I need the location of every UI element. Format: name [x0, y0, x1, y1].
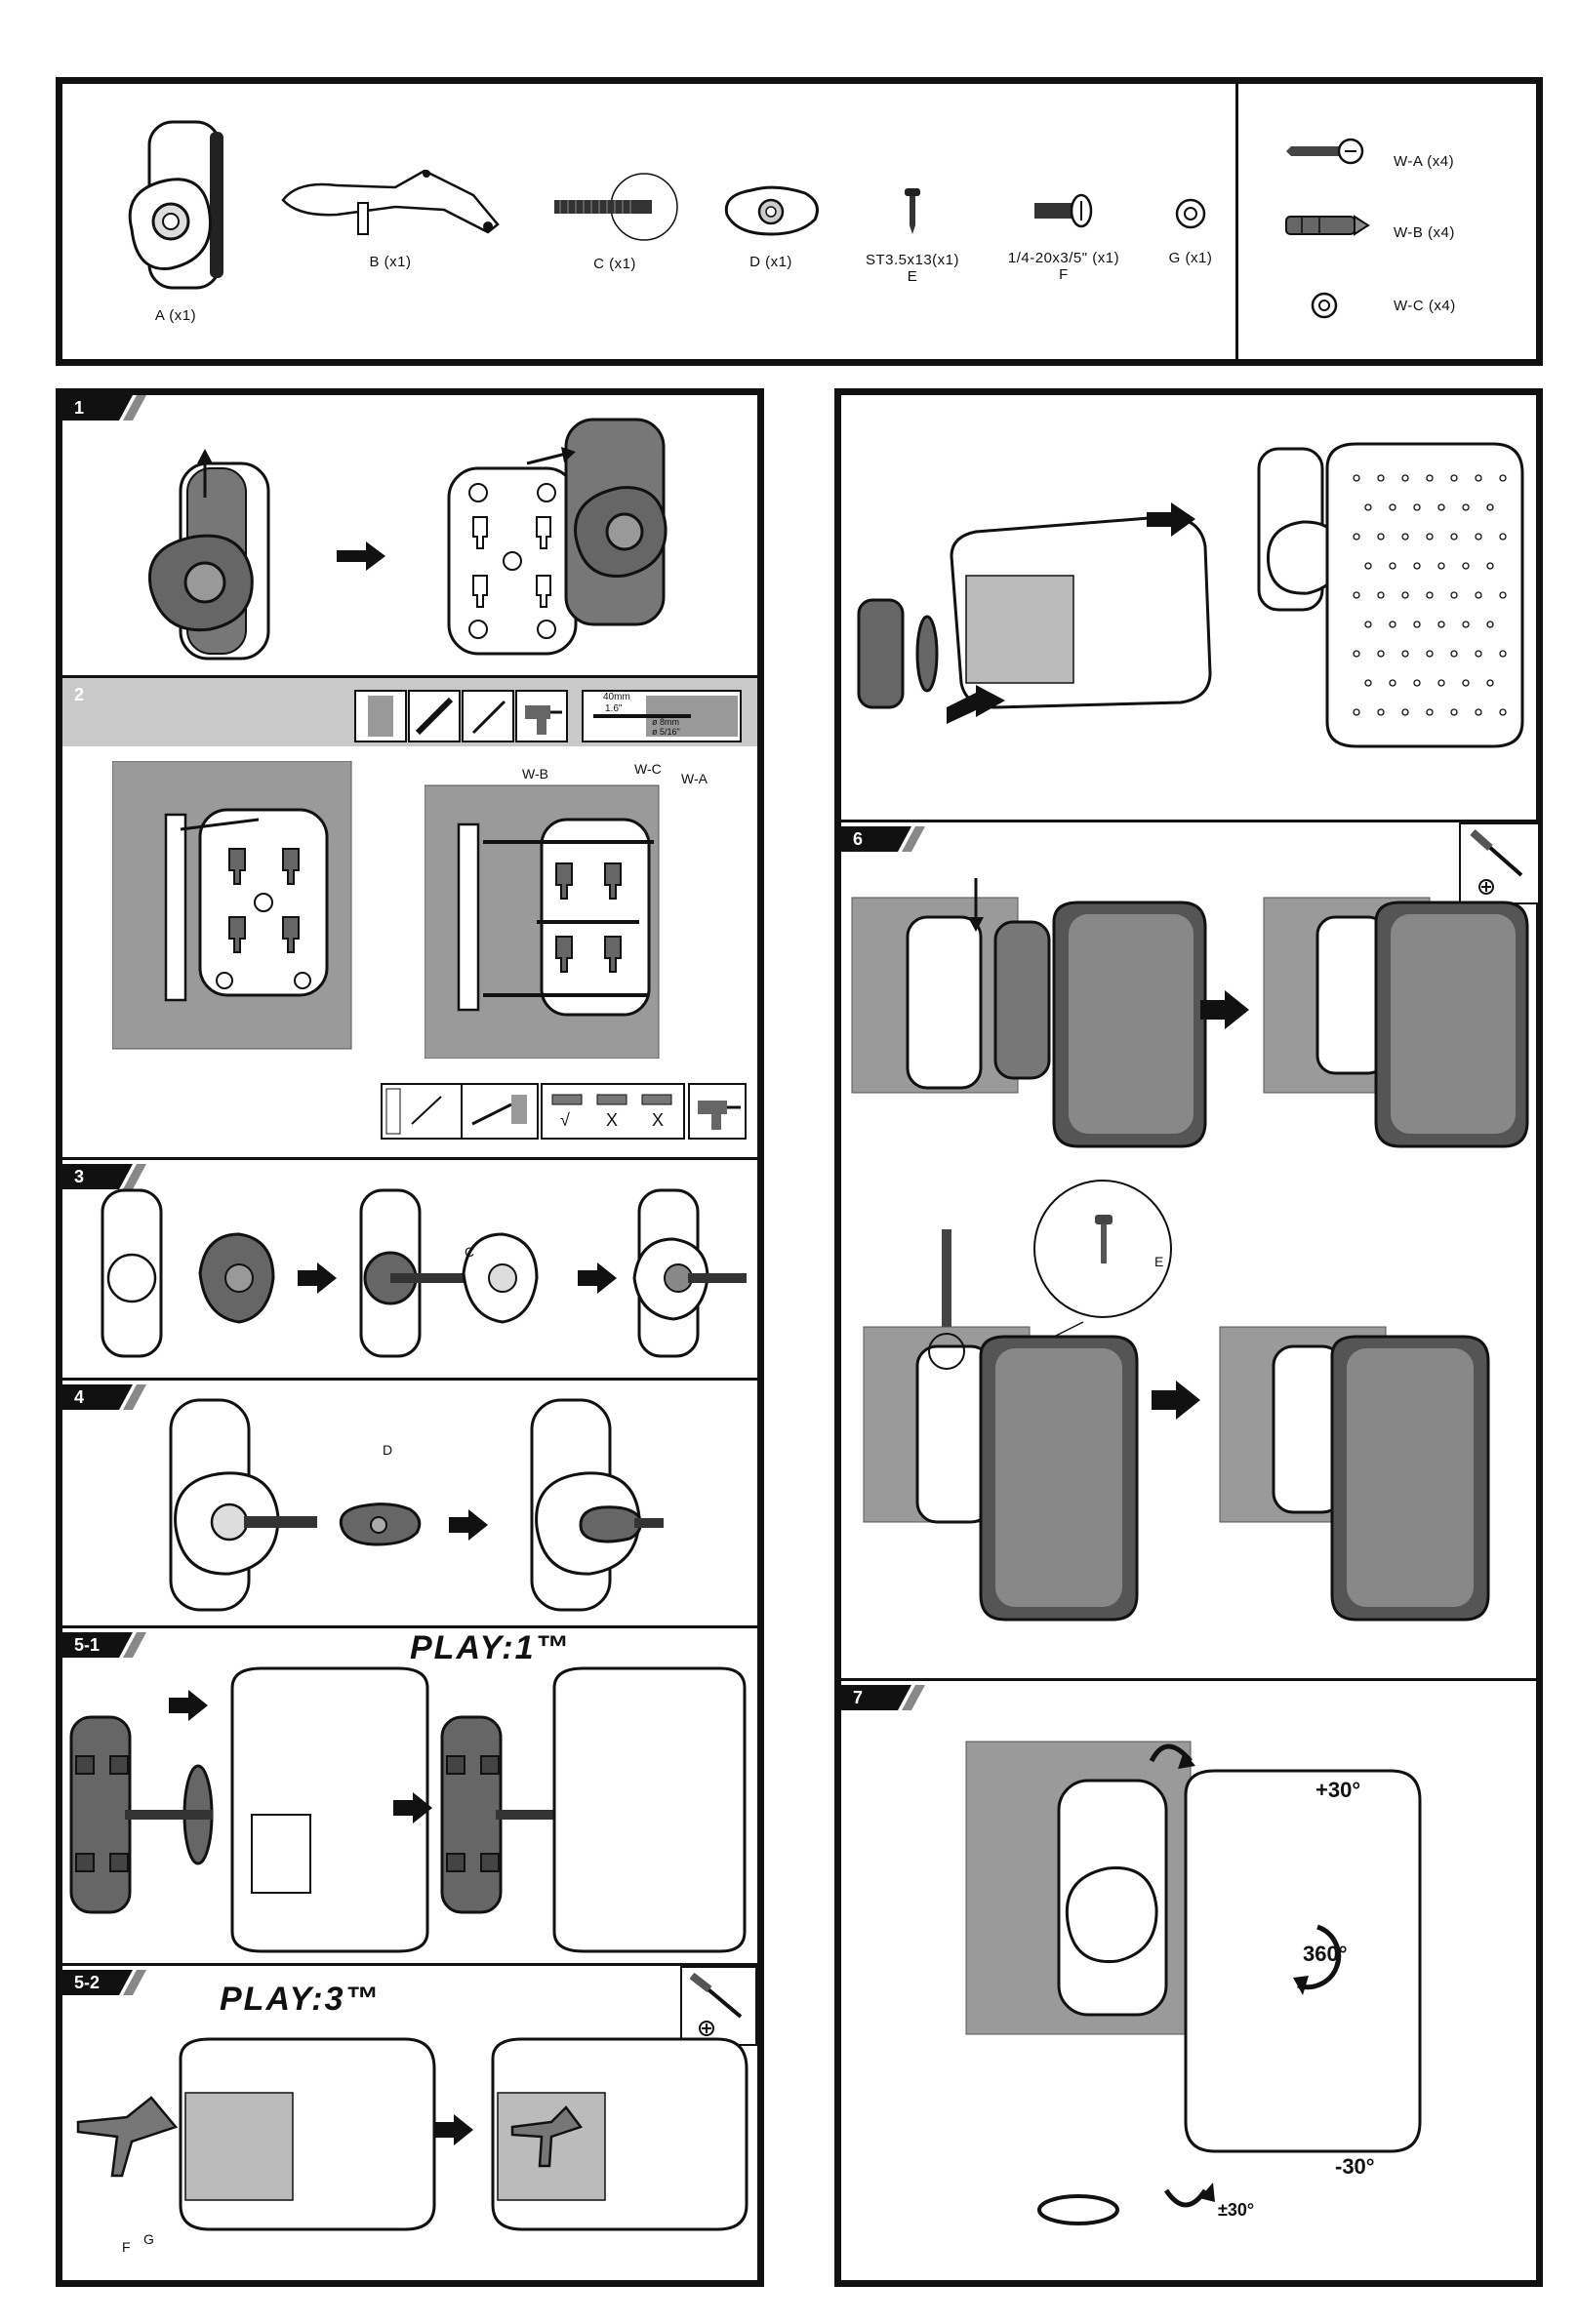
part-a-label: A (x1): [102, 307, 249, 324]
threaded-rod-icon: [546, 168, 683, 246]
step-4-tag: 4: [62, 1384, 160, 1410]
label-c: C: [465, 1244, 474, 1260]
part-e-label: ST3.5x13(x1) E: [859, 252, 966, 285]
label-wb: W-B: [522, 766, 548, 781]
drill-icon: [690, 1085, 745, 1138]
part-c: C (x1): [546, 168, 683, 272]
part-b: B (x1): [273, 156, 507, 270]
step4-knob-d-illustration: [151, 1390, 756, 1620]
step-7-number: 7: [853, 1688, 863, 1708]
step1-plate-separated-illustration: [439, 410, 673, 663]
step-2-number: 2: [74, 685, 84, 705]
step2-hint-3: √ X X: [541, 1083, 685, 1140]
step-6-tag: 6: [841, 826, 939, 852]
step-52-number: 5-2: [74, 1973, 100, 1993]
drill-icon: [517, 692, 566, 741]
part-b-label: B (x1): [273, 254, 507, 270]
level-icon: [410, 692, 459, 741]
mount-bracket-icon: [112, 112, 239, 298]
step-7-tag: 7: [841, 1685, 939, 1710]
step6-secure-screw-illustration: [849, 1176, 1532, 1634]
drill-hole-icon: [463, 1085, 537, 1138]
drill-dia-in: ø 5/16": [652, 727, 680, 737]
step-51-tag: 5-1: [62, 1632, 160, 1658]
x-mark-2: X: [652, 1110, 664, 1131]
wall-washer-icon: [1308, 289, 1341, 322]
drill-depth-icon: 40mm 1.6" ø 8mm ø 5/16": [582, 690, 742, 742]
tool-pencil-icon: [462, 690, 514, 742]
wall-panel-icon: [356, 692, 405, 741]
step-4-number: 4: [74, 1387, 84, 1408]
part-g-label: G (x1): [1152, 250, 1230, 266]
step2-wall-anchors-illustration: [425, 776, 664, 1059]
plate-b-icon: [278, 156, 503, 244]
drill-depth-in: 1.6": [605, 703, 622, 714]
divider-3-4: [62, 1378, 757, 1381]
part-c-label: C (x1): [546, 256, 683, 272]
wall-anchor-icon: [1282, 209, 1370, 242]
angle-swivel: ±30°: [1218, 2200, 1254, 2221]
drill-dia-mm: ø 8mm: [652, 717, 679, 727]
washer-g-icon: [1166, 187, 1215, 240]
label-g: G: [143, 2231, 154, 2247]
brand-play3: PLAY:3™: [220, 1981, 381, 2019]
divider-51-52: [62, 1963, 757, 1966]
parts-divider: [1235, 84, 1238, 359]
divider-6-7: [841, 1678, 1536, 1681]
pencil-mark-icon: [383, 1085, 461, 1138]
step-51-number: 5-1: [74, 1635, 100, 1656]
part-f: 1/4-20x3/5" (x1) F: [1000, 185, 1127, 283]
step-52-tag: 5-2: [62, 1970, 160, 1995]
step-3-number: 3: [74, 1167, 84, 1187]
wall-part-wb-label: W-B (x4): [1394, 224, 1455, 241]
wall-part-wa-label: W-A (x4): [1394, 153, 1454, 170]
pencil-icon: [464, 692, 512, 741]
divider-4-51: [62, 1625, 757, 1628]
angle-up: +30°: [1315, 1778, 1360, 1803]
drill-depth-mm: 40mm: [603, 692, 630, 702]
part-g: G (x1): [1152, 187, 1230, 266]
angle-rotate: 360°: [1303, 1942, 1348, 1967]
step5-play3-mount-illustration: [849, 439, 1532, 761]
divider-2-3: [62, 1157, 757, 1160]
step2-wall-level-illustration: [112, 761, 356, 1054]
tool-wall-icon: [354, 690, 407, 742]
step-6-number: 6: [853, 829, 863, 850]
angle-down: -30°: [1335, 2154, 1375, 2180]
part-f-label: 1/4-20x3/5" (x1) F: [1000, 250, 1127, 283]
wall-screw-icon: [1286, 135, 1364, 168]
bolt-f-icon: [1025, 185, 1103, 240]
step51-speaker-mount-illustration: [66, 1659, 749, 1956]
step3-knob-assembly-illustration: [93, 1181, 795, 1366]
label-wc: W-C: [634, 761, 662, 777]
step-1-tag: 1: [62, 395, 160, 421]
x-mark-1: X: [606, 1110, 618, 1131]
step2-hint-4: [688, 1083, 747, 1140]
wall-part-wc-label: W-C (x4): [1394, 298, 1456, 314]
part-e: ST3.5x13(x1) E: [859, 183, 966, 285]
arrow-right-icon: [337, 541, 385, 571]
step2-hint-1: [381, 1083, 463, 1140]
check-mark: √: [560, 1110, 570, 1131]
tool-drill-icon[interactable]: [515, 690, 568, 742]
step6-hang-speaker-illustration: [849, 873, 1532, 1166]
step-1-number: 1: [74, 398, 84, 419]
tool-level-icon: [408, 690, 461, 742]
part-d: D (x1): [712, 176, 829, 270]
step1-bracket-illustration: [137, 444, 293, 668]
step2-hint-2: [461, 1083, 539, 1140]
part-a: A (x1): [102, 112, 249, 324]
label-f: F: [122, 2239, 131, 2255]
label-d: D: [383, 1442, 392, 1458]
label-wa: W-A: [681, 771, 708, 786]
anchor-depth-icon: [543, 1089, 683, 1112]
divider-5-6: [841, 820, 1536, 822]
label-e: E: [1154, 1254, 1163, 1269]
knob-d-icon: [717, 176, 825, 244]
step52-speaker-mount-illustration: [73, 2029, 756, 2254]
screw-e-icon: [898, 183, 927, 242]
part-d-label: D (x1): [712, 254, 829, 270]
